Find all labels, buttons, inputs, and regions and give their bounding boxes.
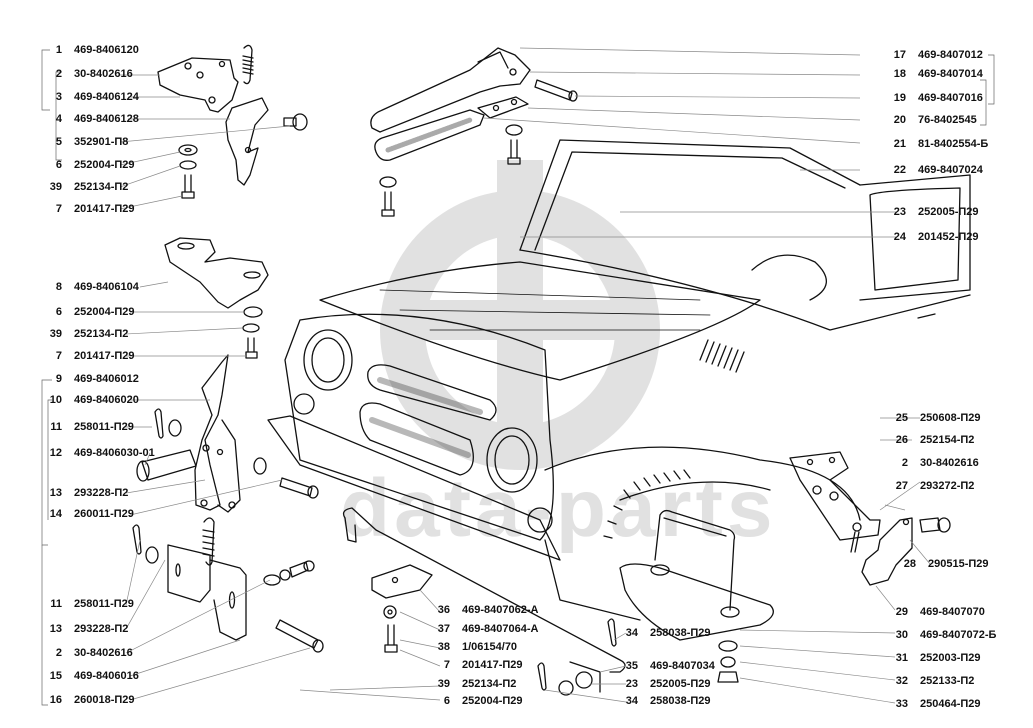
- pin-part-5: [283, 113, 308, 131]
- spring-part-27: [850, 522, 862, 553]
- nut-washer-stack: [650, 564, 740, 683]
- handle-part-12: [136, 449, 197, 482]
- washer-bolt-lower: [263, 560, 315, 586]
- clip-washer-part: [145, 419, 267, 564]
- pad-part-21: [374, 109, 485, 161]
- lock-bracket-part-15: [167, 544, 247, 641]
- latch-hook-part: [225, 97, 269, 186]
- release-rod-part: [342, 507, 626, 673]
- plate-part-20: [477, 96, 529, 119]
- striker-part-31: [619, 509, 774, 641]
- bolt-part-28: [919, 517, 951, 533]
- watermark-text: data-parts: [340, 463, 777, 554]
- latch-plate-part-29: [861, 517, 913, 586]
- cotter-pins-bottom: [537, 618, 617, 691]
- star-washer-part-38: [383, 605, 397, 619]
- spring-part: [242, 44, 254, 85]
- latch-bracket-part: [157, 57, 239, 113]
- spring-part-lower: [202, 517, 215, 566]
- hood-stop-bracket-part: [164, 237, 269, 309]
- vehicle-body: [267, 139, 971, 621]
- hood-prop-part: [370, 47, 531, 133]
- pin-part-16: [275, 619, 324, 653]
- hood-lock-lever-part: [194, 354, 241, 513]
- washer-bolt-top: [178, 144, 198, 199]
- washer-bolt-rod: [379, 124, 523, 217]
- hood-lock-bracket-part-30: [789, 451, 881, 541]
- cotter-pin-part: [132, 408, 164, 555]
- bolt-part-7-bottom: [384, 624, 398, 653]
- pin-part-14: [279, 477, 319, 499]
